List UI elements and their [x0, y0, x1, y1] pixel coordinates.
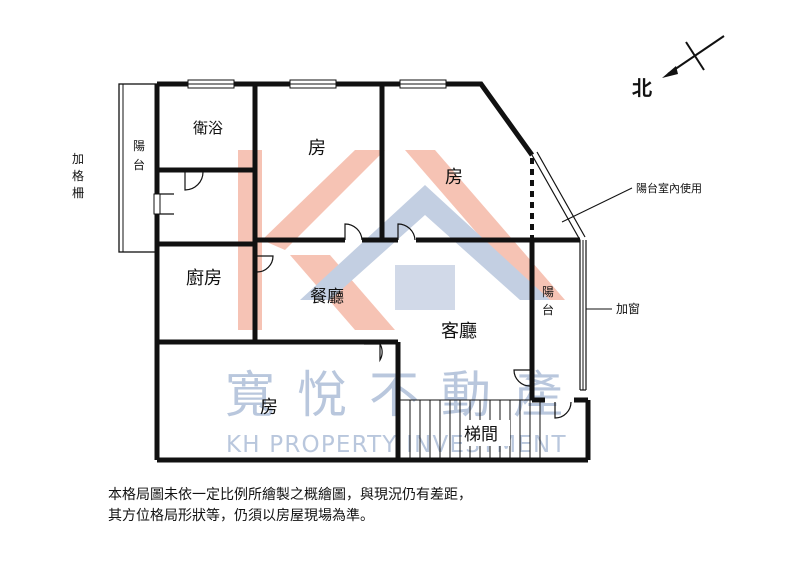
compass-label: 北: [632, 76, 652, 100]
vertical-char: 台: [542, 302, 554, 317]
disclaimer-line-1: 本格局圖未依一定比例所繪製之概繪圖，與現況仍有差距，: [108, 487, 472, 503]
vertical-char: 加: [72, 152, 84, 166]
label-bedroom-2: 房: [445, 167, 463, 188]
label-bedroom-1: 房: [308, 138, 326, 159]
label-added-window: 加窗: [616, 302, 640, 316]
vertical-char: 格: [72, 168, 84, 183]
label-grille: 加格柵: [72, 152, 84, 200]
label-living: 客廳: [441, 321, 477, 342]
label-stairs: 梯間: [464, 425, 498, 445]
exterior-walls: [154, 81, 591, 463]
interior-walls: [157, 84, 580, 460]
doors: [158, 171, 572, 419]
label-kitchen: 廚房: [186, 267, 222, 289]
label-balcony-east: 陽台: [542, 285, 554, 317]
vertical-char: 柵: [72, 186, 84, 200]
balcony-indoor-leader: [561, 187, 633, 223]
north-arrow-icon: [662, 35, 725, 78]
label-balcony-indoor: 陽台室內使用: [636, 181, 702, 195]
label-bathroom: 衛浴: [193, 119, 223, 137]
label-dining: 餐廳: [310, 287, 344, 307]
vertical-char: 陽: [542, 285, 554, 299]
vertical-char: 陽: [133, 139, 145, 153]
label-bedroom-3: 房: [260, 397, 278, 418]
vertical-char: 台: [133, 157, 145, 172]
top-windows: [187, 79, 447, 89]
watermark-brand-cn: 寬悅不動產: [225, 366, 585, 424]
east-glazing: [531, 151, 587, 391]
disclaimer: 本格局圖未依一定比例所繪製之概繪圖，與現況仍有差距， 其方位格局形狀等，仍須以房…: [108, 485, 708, 527]
label-balcony-west: 陽台: [133, 139, 145, 172]
disclaimer-line-2: 其方位格局形狀等，仍須以房屋現場為準。: [108, 508, 374, 524]
watermark-logo: [238, 150, 565, 330]
